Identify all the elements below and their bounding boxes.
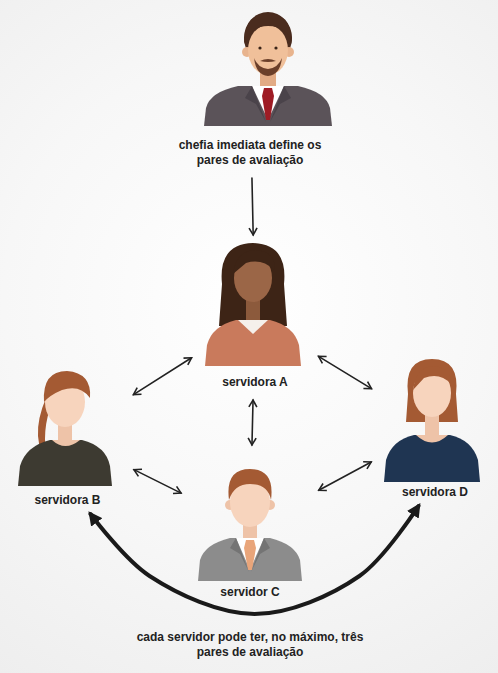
person-node: servidora A: [200, 245, 310, 390]
person-node: servidor C: [190, 455, 310, 600]
peer-arrow: [319, 356, 372, 388]
person-label: chefia imediata define os pares de avali…: [175, 138, 325, 168]
manager-figure: [204, 12, 332, 126]
person-node: servidora D: [380, 355, 490, 500]
peer-arrow: [134, 470, 181, 493]
peer-arrow: [252, 400, 253, 445]
rule-note: cada servidor pode ter, no máximo, três …: [130, 630, 370, 660]
person-label: servidora D: [384, 485, 486, 500]
peer-arrow: [319, 462, 371, 490]
person-node: chefia imediata define os pares de avali…: [170, 10, 330, 168]
person-node: servidora B: [10, 365, 125, 508]
employee-b-figure: [18, 371, 112, 486]
connector-group: [91, 178, 419, 614]
curved-arrow: [91, 506, 419, 614]
person-label: servidora A: [204, 375, 306, 390]
employee-d-figure: [384, 359, 480, 482]
peer-arrow: [133, 358, 191, 395]
employee-a-figure: [205, 243, 301, 366]
person-label: servidor C: [194, 585, 306, 600]
person-label: servidora B: [14, 493, 121, 508]
employee-c-figure: [198, 469, 302, 581]
peer-arrow: [252, 178, 253, 235]
